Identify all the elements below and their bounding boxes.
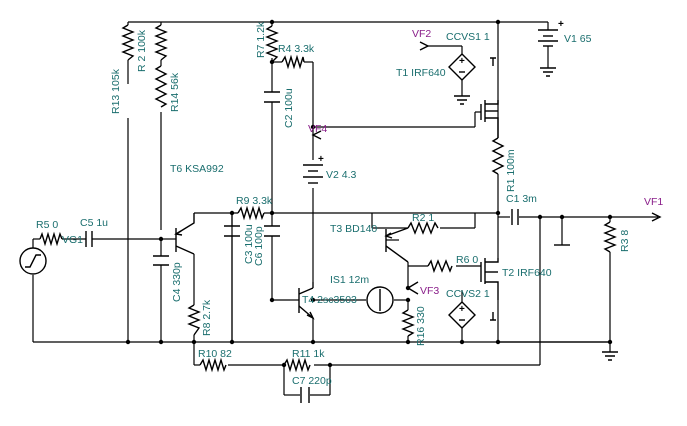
label-c7: C7 220p bbox=[292, 375, 332, 387]
label-r13: R13 105k bbox=[110, 68, 122, 114]
ground-ccvs1 bbox=[454, 95, 470, 105]
svg-text:+: + bbox=[558, 19, 564, 30]
label-t4: T4 2sc3503 bbox=[302, 294, 357, 306]
label-c3: C3 100u bbox=[243, 224, 255, 264]
label-r6: R6 0 bbox=[456, 254, 478, 266]
label-r9: R9 3.3k bbox=[236, 195, 273, 207]
label-vf4: VF4 bbox=[308, 123, 327, 135]
label-c6: C6 100p bbox=[253, 226, 265, 266]
ground-main bbox=[602, 351, 618, 361]
capacitor-c4 bbox=[153, 252, 169, 270]
label-vf3: VF3 bbox=[420, 285, 439, 297]
label-v2: V2 4.3 bbox=[326, 169, 357, 181]
label-c1: C1 3m bbox=[506, 193, 537, 205]
transistor-t4 bbox=[290, 287, 315, 320]
resistor-r6 bbox=[427, 259, 453, 274]
label-vg1: VG1 bbox=[62, 234, 83, 246]
svg-text:+: + bbox=[459, 304, 465, 315]
probe-vf3 bbox=[406, 281, 419, 295]
label-r16: R16 330 bbox=[415, 306, 427, 346]
label-r1: R1 100m bbox=[505, 149, 517, 192]
transistor-t1 bbox=[480, 56, 499, 138]
transistor-t2 bbox=[480, 258, 499, 321]
label-r8: R8 2.7k bbox=[201, 299, 213, 336]
junctions bbox=[125, 19, 613, 368]
label-t3: T3 BD140 bbox=[330, 223, 377, 235]
capacitor-c1 bbox=[511, 209, 519, 225]
battery-v1: + bbox=[538, 19, 564, 47]
label-c2: C2 100u bbox=[283, 88, 295, 128]
resistor-r4 bbox=[281, 54, 305, 70]
probe-vf4 bbox=[311, 130, 322, 140]
resistor-r3 bbox=[603, 221, 617, 253]
svg-text:+: + bbox=[459, 56, 465, 67]
label-r4: R4 3.3k bbox=[278, 43, 315, 55]
label-r7: R7 1.2k bbox=[255, 21, 267, 58]
label-c4: C4 330p bbox=[171, 262, 183, 302]
transistor-t3 bbox=[384, 227, 409, 263]
label-t6: T6 KSA992 bbox=[170, 163, 224, 175]
label-r3: R3 8 bbox=[619, 230, 631, 252]
label-r5: R5 0 bbox=[36, 219, 58, 231]
ccvs1-source: + bbox=[448, 53, 476, 81]
resistor-r10 bbox=[199, 357, 227, 373]
label-t1: T1 IRF640 bbox=[396, 67, 446, 79]
capacitor-c7 bbox=[300, 387, 310, 403]
ccvs2-source: + bbox=[448, 301, 476, 329]
resistor-r5 bbox=[39, 231, 63, 247]
probe-vf2 bbox=[419, 41, 430, 51]
resistor-r13 bbox=[121, 24, 135, 61]
label-r2b: R2 1 bbox=[412, 212, 434, 224]
resistor-r2b bbox=[407, 221, 439, 235]
resistor-r11 bbox=[283, 357, 311, 373]
capacitor-c2 bbox=[264, 91, 280, 103]
current-source-is1 bbox=[366, 286, 394, 314]
ground-v1 bbox=[540, 67, 556, 77]
capacitor-c3 bbox=[264, 225, 280, 237]
label-r2: R 2 100k bbox=[136, 29, 148, 72]
wires bbox=[32, 21, 658, 396]
label-vf2: VF2 bbox=[412, 28, 431, 40]
probe-vf1 bbox=[651, 212, 662, 222]
resistor-r1 bbox=[491, 137, 505, 175]
resistor-r2 bbox=[154, 24, 168, 61]
capacitor-c5 bbox=[82, 231, 96, 247]
label-vf1: VF1 bbox=[644, 196, 663, 208]
resistor-r9 bbox=[237, 205, 265, 221]
transistor-t6 bbox=[170, 213, 195, 255]
label-ccvs1: CCVS1 1 bbox=[446, 31, 490, 43]
battery-v2: + bbox=[303, 154, 324, 184]
label-r14: R14 56k bbox=[169, 72, 181, 112]
label-t2: T2 IRF640 bbox=[502, 267, 552, 279]
label-c5: C5 1u bbox=[80, 217, 108, 229]
label-r10: R10 82 bbox=[198, 348, 232, 360]
label-v1: V1 65 bbox=[564, 33, 592, 45]
resistor-r16 bbox=[401, 309, 415, 337]
resistor-r8 bbox=[187, 304, 201, 336]
label-ccvs2: CCVS2 1 bbox=[446, 288, 490, 300]
resistor-r14 bbox=[154, 65, 168, 108]
capacitor-c6 bbox=[224, 213, 240, 342]
label-is1: IS1 12m bbox=[330, 274, 369, 286]
resistor-r7 bbox=[265, 25, 279, 63]
label-r11: R11 1k bbox=[292, 348, 325, 360]
signal-generator-vg1 bbox=[19, 247, 47, 275]
svg-text:+: + bbox=[318, 154, 324, 165]
